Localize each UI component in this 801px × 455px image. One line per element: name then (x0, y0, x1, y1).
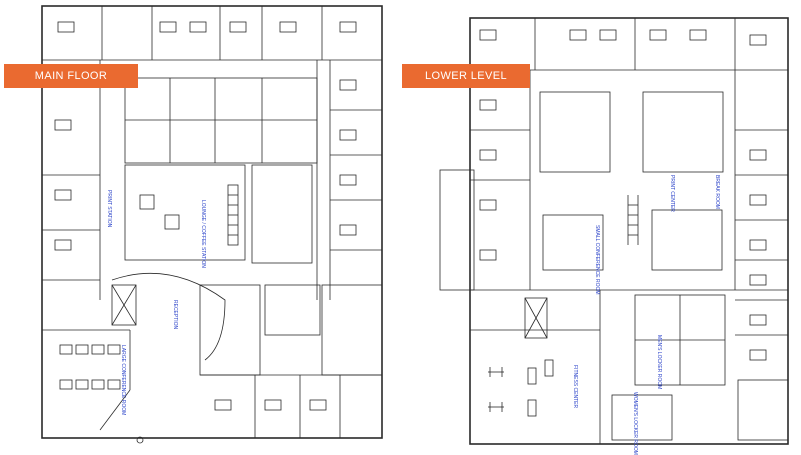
label-mens-locker-room: MEN'S LOCKER ROOM (656, 335, 662, 390)
label-small-conference-room: SMALL CONFERENCE ROOM (594, 225, 600, 295)
lower-level-heading: LOWER LEVEL (402, 64, 530, 88)
label-print-station: PRINT STATION (106, 190, 112, 228)
label-lounge-coffee-station: LOUNGE / COFFEE STATION (200, 200, 206, 268)
label-womens-locker-room: WOMEN'S LOCKER ROOM (632, 392, 638, 455)
label-large-conference-room: LARGE CONFERENCE ROOM (120, 345, 126, 416)
lower-level-plan (439, 17, 789, 445)
label-reception: RECEPTION (172, 300, 178, 330)
main-floor-plan (41, 5, 383, 444)
label-break-room: BREAK ROOM (714, 175, 720, 209)
main-floor-heading: MAIN FLOOR (4, 64, 138, 88)
label-fitness-center: FITNESS CENTER (572, 365, 578, 409)
label-print-center: PRINT CENTER (669, 175, 675, 212)
